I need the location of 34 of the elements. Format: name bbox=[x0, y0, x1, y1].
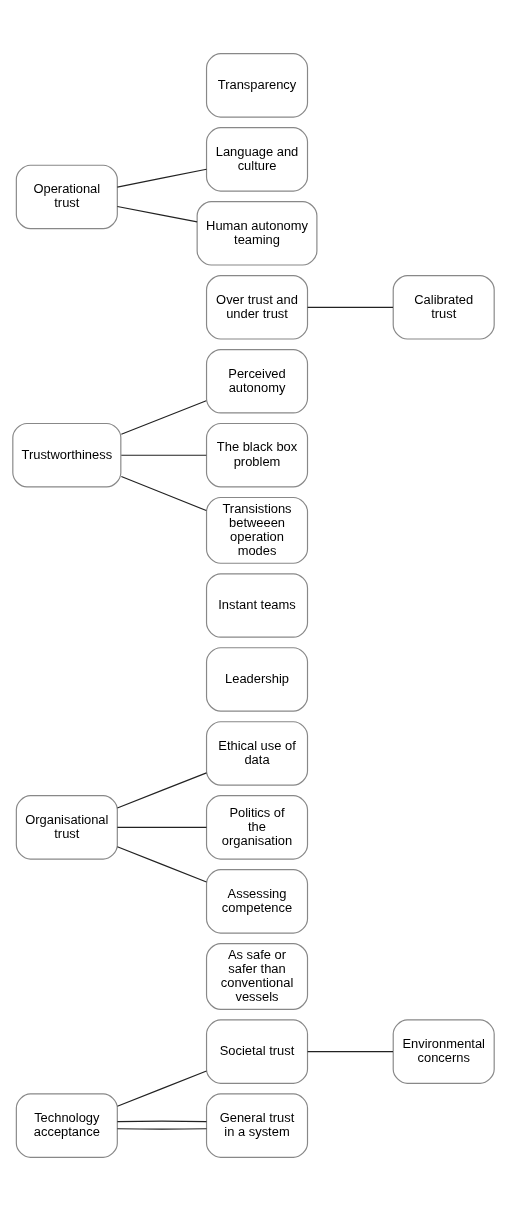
connector bbox=[120, 454, 207, 456]
connector bbox=[307, 1050, 394, 1052]
node-box: The black box problem bbox=[205, 422, 309, 487]
node-box: As safe or safer than conventional vessels bbox=[205, 942, 309, 1010]
node-box: Calibrated trust bbox=[392, 274, 495, 340]
connector bbox=[116, 1070, 208, 1107]
connector bbox=[116, 1127, 208, 1130]
node-box: Perceived autonomy bbox=[205, 348, 309, 414]
connector bbox=[116, 771, 208, 809]
node-box: Transistions betweeen operation modes bbox=[205, 496, 309, 564]
connector bbox=[120, 399, 207, 435]
node-box: Leadership bbox=[205, 646, 309, 712]
node-box: Environmental concerns bbox=[392, 1018, 495, 1084]
node-box: Trustworthiness bbox=[12, 422, 122, 487]
node-box: General trust in a system bbox=[205, 1092, 309, 1158]
node-box: Organisational trust bbox=[15, 794, 118, 860]
node-box: Operational trust bbox=[15, 164, 118, 229]
connector bbox=[116, 205, 198, 223]
connector bbox=[116, 168, 208, 188]
node-box: Instant teams bbox=[205, 572, 309, 638]
node-box: Ethical use of data bbox=[205, 720, 309, 786]
node-box: Transparency bbox=[205, 52, 309, 118]
connector bbox=[116, 845, 208, 882]
connector bbox=[307, 306, 394, 308]
node-box: Politics of the organisation bbox=[205, 794, 309, 860]
connector bbox=[120, 475, 207, 511]
connector bbox=[116, 826, 208, 828]
node-box: Assessing competence bbox=[205, 868, 309, 934]
connector bbox=[116, 1120, 208, 1122]
node-box: Over trust and under trust bbox=[205, 274, 309, 340]
node-box: Human autonomy teaming bbox=[196, 200, 318, 266]
node-box: Technology acceptance bbox=[15, 1092, 118, 1158]
node-box: Language and culture bbox=[205, 126, 309, 192]
node-box: Societal trust bbox=[205, 1018, 309, 1084]
